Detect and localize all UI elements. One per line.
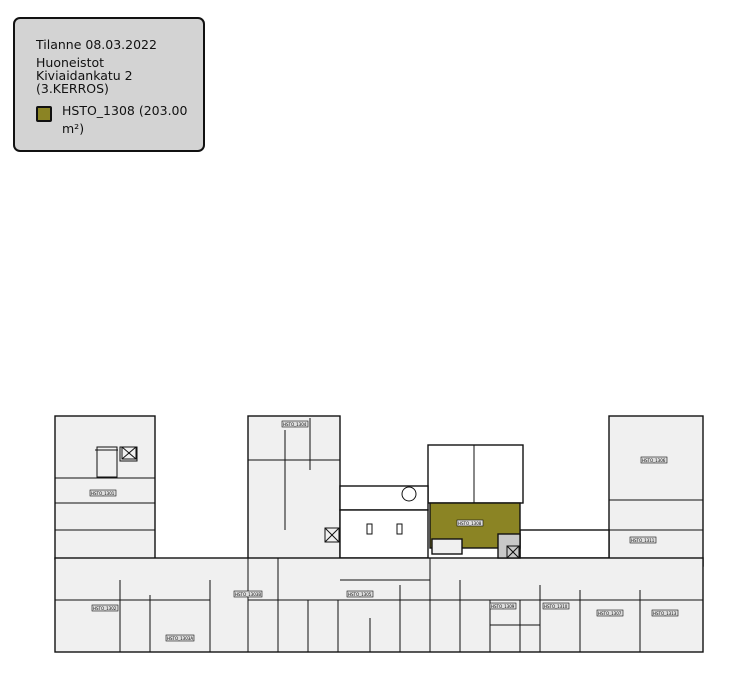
map-legend: Tilanne 08.03.2022 Huoneistot Kiviaidank…: [13, 17, 205, 152]
legend-date: Tilanne 08.03.2022: [36, 37, 157, 52]
right-wing: [608, 415, 704, 567]
svg-text:HSTO_1313: HSTO_1313: [653, 611, 677, 616]
unit-label[interactable]: HSTO_1303B: [233, 590, 263, 598]
unit-label[interactable]: HSTO_1307: [596, 609, 624, 617]
unit-label[interactable]: HSTO_1308: [456, 519, 484, 527]
unit-label[interactable]: HSTO_1306: [640, 456, 668, 464]
unit-label[interactable]: HSTO_1302: [91, 604, 119, 612]
unit-label[interactable]: HSTO_1313: [651, 609, 679, 617]
svg-text:HSTO_1306: HSTO_1306: [642, 458, 666, 463]
svg-text:HSTO_1310: HSTO_1310: [544, 604, 568, 609]
svg-text:HSTO_1301: HSTO_1301: [91, 491, 115, 496]
svg-text:HSTO_1303B: HSTO_1303B: [235, 592, 261, 597]
unit-label[interactable]: HSTO_1309: [489, 602, 517, 610]
svg-text:HSTO_1303A: HSTO_1303A: [167, 636, 193, 641]
unit-label[interactable]: HSTO_1303A: [165, 634, 195, 642]
legend-floor: (3.KERROS): [36, 81, 109, 96]
svg-text:HSTO_1308: HSTO_1308: [458, 521, 482, 526]
svg-text:HSTO_1311: HSTO_1311: [631, 538, 655, 543]
unit-label[interactable]: HSTO_1311: [629, 536, 657, 544]
center-block: [427, 444, 524, 504]
main-block: [54, 557, 704, 653]
left-wing: [54, 415, 156, 560]
svg-text:HSTO_1304: HSTO_1304: [283, 422, 307, 427]
legend-title: Huoneistot: [36, 55, 105, 70]
svg-text:HSTO_1307: HSTO_1307: [598, 611, 622, 616]
unit-label[interactable]: HSTO_1301: [89, 489, 117, 497]
unit-label[interactable]: HSTO_1310: [542, 602, 570, 610]
legend-address: Kiviaidankatu 2: [36, 68, 133, 83]
unit-label[interactable]: HSTO_1304: [281, 420, 309, 428]
svg-text:HSTO_1305: HSTO_1305: [348, 592, 372, 597]
legend-item-hsto-1308[interactable]: HSTO_1308 (203.00 m²): [36, 103, 203, 138]
unit-label[interactable]: HSTO_1305: [346, 590, 374, 598]
legend-item-label: HSTO_1308 (203.00 m²): [62, 103, 188, 136]
legend-swatch: [36, 106, 52, 122]
svg-text:HSTO_1309: HSTO_1309: [491, 604, 515, 609]
svg-text:HSTO_1302: HSTO_1302: [93, 606, 117, 611]
middle-wing: [247, 415, 341, 560]
unit-labels: HSTO_1301 HSTO_1302 HSTO_1303A HSTO_1303…: [89, 420, 679, 642]
